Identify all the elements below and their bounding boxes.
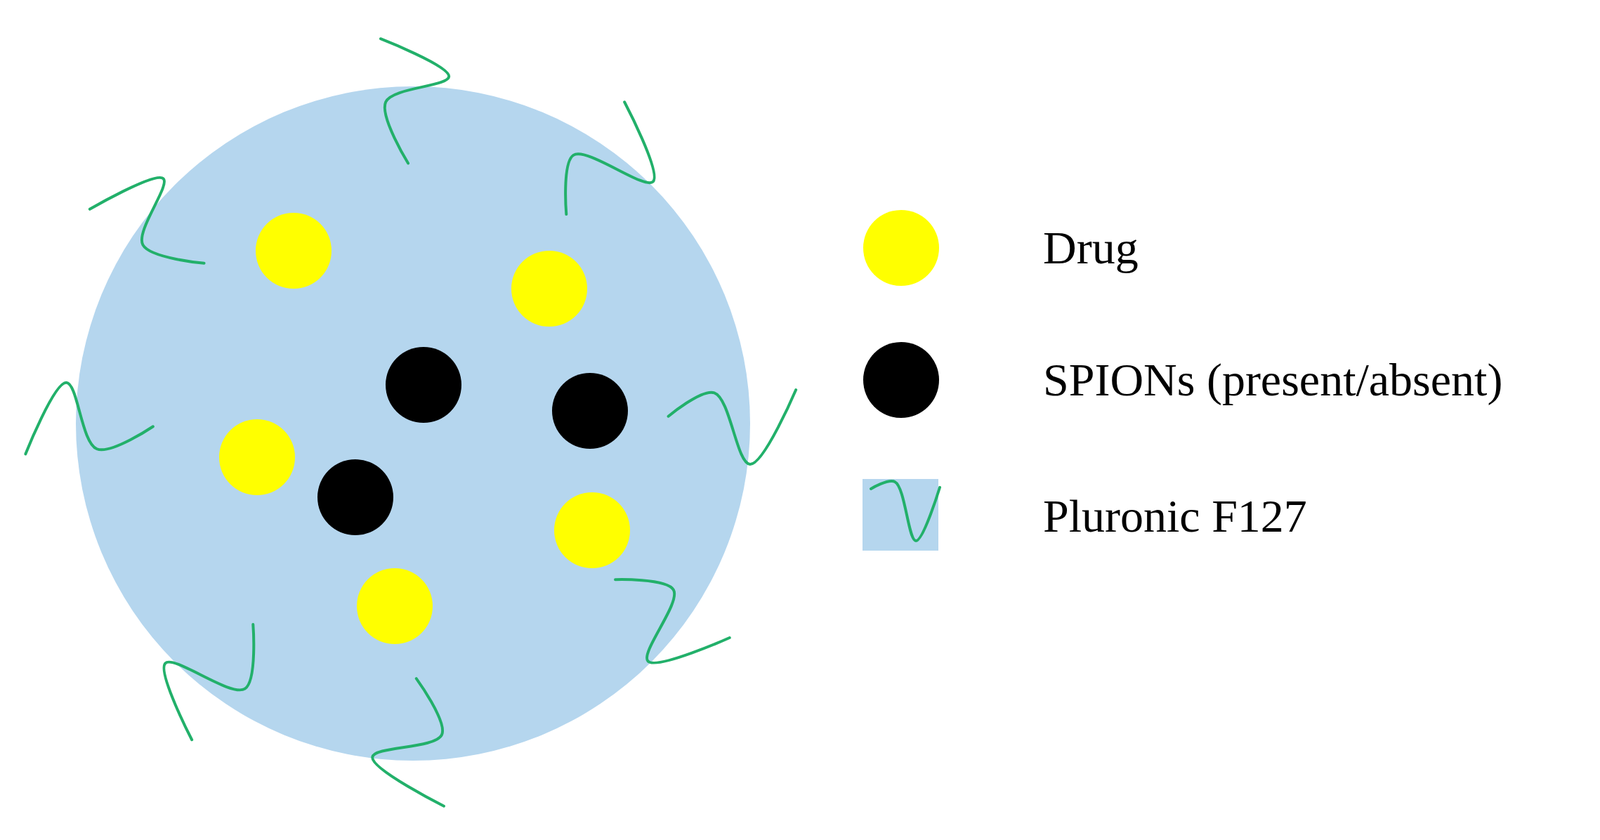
- micelle-core: [75, 86, 751, 761]
- legend-entry: Drug: [861, 207, 1139, 288]
- polymer-chain: [89, 177, 205, 264]
- drug-dot: [356, 568, 433, 645]
- drug-dot: [255, 212, 332, 289]
- legend-swatch-dot: [863, 342, 940, 418]
- polymer-chain: [565, 101, 654, 215]
- polymer-chain: [668, 389, 797, 465]
- legend-swatch: [861, 339, 942, 421]
- legend-label: Pluronic F127: [1043, 489, 1308, 543]
- polymer-chain: [163, 624, 254, 740]
- legend-entry: SPIONs (present/absent): [861, 339, 1503, 421]
- legend-label: Drug: [1043, 221, 1139, 275]
- polymer-chain: [25, 382, 154, 455]
- spion-dot: [317, 459, 394, 536]
- drug-dot: [219, 419, 295, 496]
- spion-dot: [385, 346, 462, 423]
- legend-chain-sample: [861, 476, 942, 557]
- drug-dot: [511, 250, 588, 327]
- drug-dots: [219, 212, 631, 645]
- legend-chain-line: [870, 481, 940, 541]
- spion-dot: [552, 372, 628, 449]
- legend-label: SPIONs (present/absent): [1043, 353, 1503, 407]
- spion-dots: [317, 346, 628, 536]
- drug-dot: [554, 492, 631, 569]
- legend-swatch-dot: [863, 210, 940, 286]
- polymer-chain: [372, 678, 444, 807]
- legend-entry: Pluronic F127: [861, 476, 1308, 557]
- polymer-chain: [380, 38, 449, 163]
- legend-swatch: [861, 207, 942, 288]
- polymer-chains: [25, 38, 796, 807]
- polymer-chain: [615, 579, 730, 664]
